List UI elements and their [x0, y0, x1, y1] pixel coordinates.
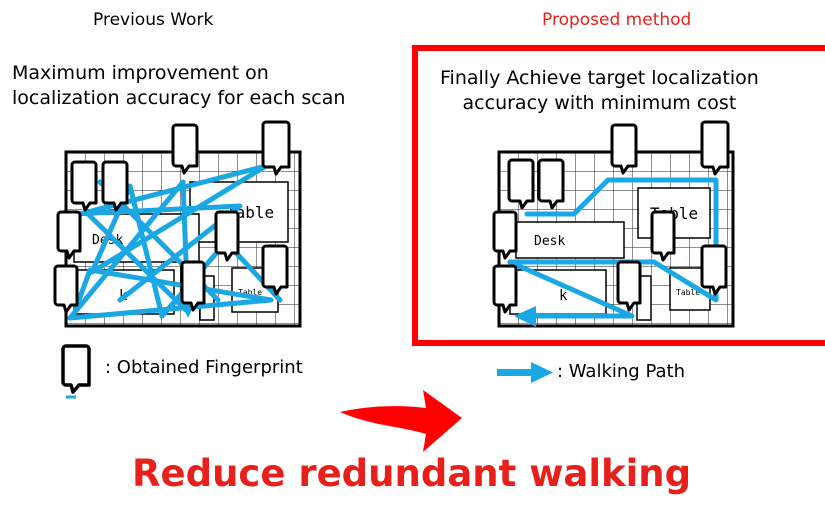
proposed-method-description-line1: Finally Achieve target localization — [440, 67, 759, 89]
fingerprint-icon — [261, 244, 289, 296]
previous-work-header: Previous Work — [93, 10, 214, 30]
previous-work-path-segment — [85, 211, 191, 315]
legend-fingerprint-text: : Obtained Fingerprint — [105, 357, 303, 378]
proposed-method-walking-path — [507, 177, 719, 319]
fingerprint-icon — [507, 158, 535, 210]
fingerprint-icon — [53, 264, 79, 314]
previous-work-table-small-label: Table — [238, 288, 262, 297]
proposed-method-table-small-label: Table — [676, 288, 700, 297]
fingerprint-icon — [610, 123, 638, 175]
transition-arrow-icon — [340, 390, 462, 452]
previous-work-fingerprints — [53, 120, 291, 314]
fingerprint-icon — [56, 210, 82, 260]
fingerprint-icon — [70, 160, 98, 212]
fingerprint-icon — [700, 244, 728, 296]
conclusion-text: Reduce redundant walking — [132, 452, 692, 495]
proposed-method-path-line — [507, 177, 719, 319]
previous-work-description-line2: localization accuracy for each scan — [12, 87, 346, 109]
fingerprint-icon — [214, 210, 240, 262]
fingerprint-icon — [537, 158, 565, 210]
fingerprint-icon — [492, 264, 518, 314]
proposed-method-description-line2: accuracy with minimum cost — [462, 92, 737, 114]
fingerprint-icon — [261, 120, 291, 176]
legend-fingerprint-icon — [61, 344, 91, 394]
proposed-method-path-arrowhead — [514, 306, 536, 327]
proposed-method-desk-label: Desk — [534, 234, 565, 249]
proposed-method-desk-fragment-label: k — [559, 288, 568, 304]
fingerprint-icon — [492, 210, 518, 260]
proposed-method-highlight-box — [412, 45, 825, 346]
fingerprint-icon — [616, 260, 642, 312]
legend-walking-path-text: : Walking Path — [557, 361, 685, 382]
legend-walking-path-arrow — [497, 362, 553, 383]
proposed-method-header: Proposed method — [542, 10, 692, 30]
fingerprint-icon — [171, 123, 199, 175]
proposed-method-fingerprints — [492, 120, 730, 314]
proposed-method-description: Finally Achieve target localization accu… — [440, 66, 759, 116]
previous-work-description-line1: Maximum improvement on — [12, 62, 269, 84]
fingerprint-icon — [101, 160, 129, 212]
fingerprint-icon — [180, 260, 206, 312]
fingerprint-icon — [700, 120, 730, 176]
previous-work-description: Maximum improvement on localization accu… — [12, 61, 345, 111]
fingerprint-icon — [650, 210, 676, 262]
